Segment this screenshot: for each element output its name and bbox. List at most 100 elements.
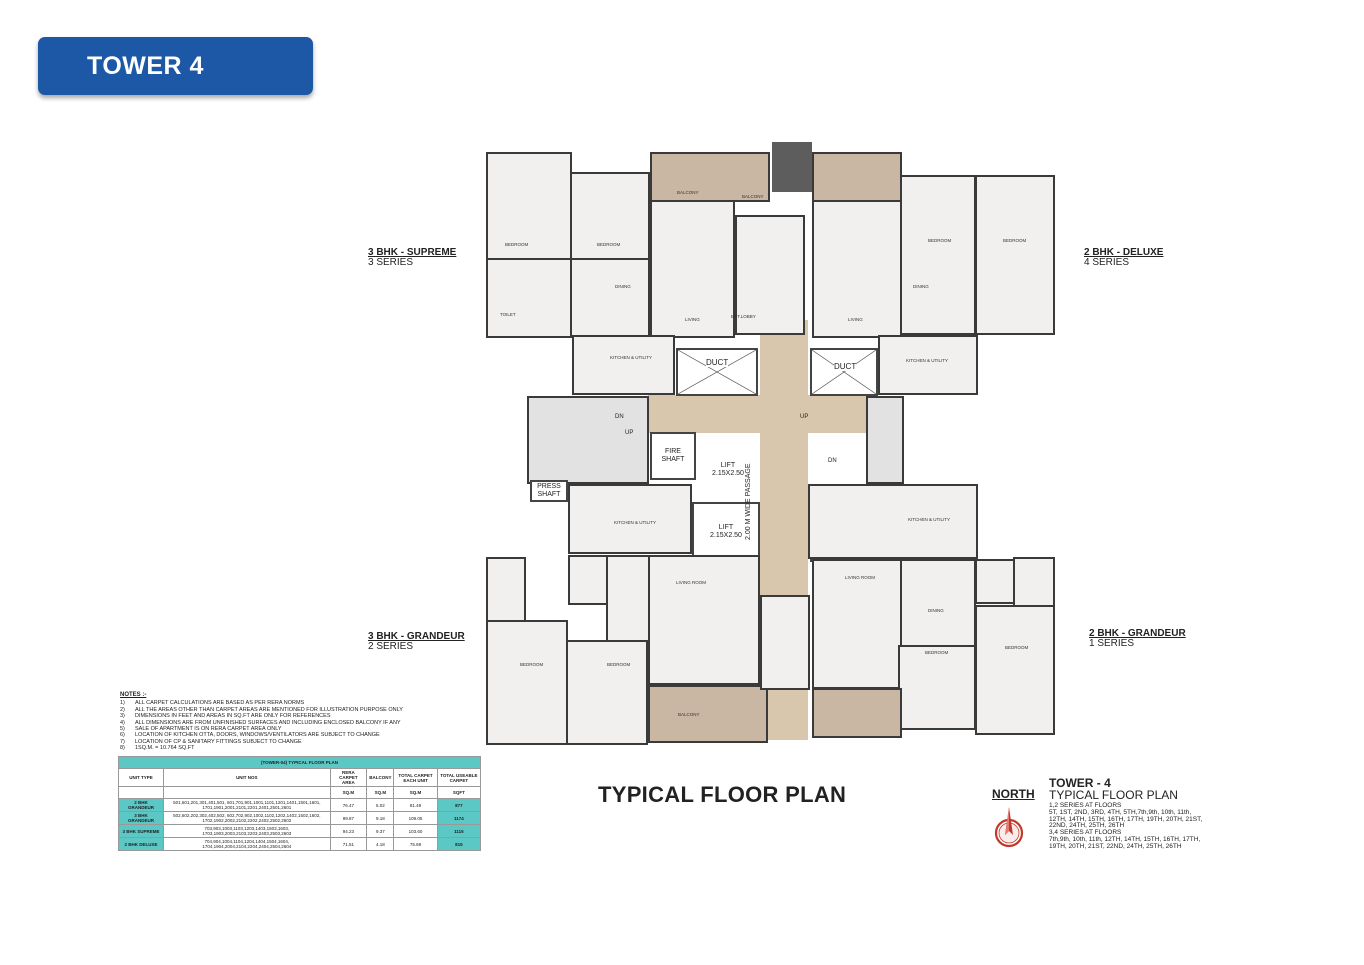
table-header-cell: TOTAL USEABLE CARPET [436,768,482,787]
table-cell-type: 2 BHK DELUXE [118,837,164,851]
note-text: ALL DIMENSIONS ARE FROM UNFINISHED SURFA… [135,719,401,726]
room-label: LIVING [685,317,700,322]
lift-label: LIFT [720,462,736,469]
tower-info: TOWER - 4 TYPICAL FLOOR PLAN [1049,777,1178,801]
room-toilet [486,258,572,338]
room-toilet [975,559,1015,604]
duct-label: DUCT [834,362,857,371]
room-toilet [568,555,608,605]
table-header-cell: UNIT NOS [163,768,331,787]
unit-title: 2 BHK - GRANDEUR [1089,628,1186,639]
room-label: KITCHEN & UTILITY [908,517,951,522]
table-cell-rera: 76.47 [329,798,368,812]
duct-label: DUCT [706,358,729,367]
note-item: 3)DIMENSIONS IN FEET AND AREAS IN SQ.FT … [120,713,450,719]
lift-1: LIFT 2.15X2.50 [696,450,760,490]
room-label: ENT.LOBBY [731,314,756,319]
table-cell-total: 75.69 [393,837,438,851]
duct-left: DUCT [676,348,758,396]
series12-floors: 5T, 1ST, 2ND, 3RD, 4TH, 5TH,7th,9th, 10t… [1049,808,1203,830]
room-bedroom [760,595,810,690]
unit-label-bottom-left: 3 BHK - GRANDEUR 2 SERIES [368,632,465,652]
table-cell-sqft: 877 [436,798,482,812]
series34-floors: 7th,9th, 10th, 11th, 12TH, 14TH, 15TH, 1… [1049,835,1201,850]
room-dining [570,258,650,338]
stair-dn-label: DN [828,458,837,464]
stair-up-label: UP [800,414,809,420]
notes-list: 1)ALL CARPET CALCULATIONS ARE BASED AS P… [120,700,450,751]
room-label: BEDROOM [1003,238,1027,243]
room-bedroom [975,605,1055,735]
unit-title: 3 BHK - SUPREME [368,247,457,258]
fire-shaft-label: FIRE SHAFT [661,448,685,463]
room-toilet [772,142,812,192]
room-label: BEDROOM [1005,645,1029,650]
room-bedroom [898,645,976,730]
note-number: 8) [120,745,125,752]
press-shaft-label: PRESS SHAFT [537,483,561,498]
table-subheader-cell [163,786,331,799]
table-cell-nos: 502,602,202,302,402,502, 602,702,902,100… [163,811,331,825]
table-cell-sqft: 1174 [436,811,482,825]
unit-label-top-left: 3 BHK - SUPREME 3 SERIES [368,248,456,268]
note-number: 6) [120,732,125,739]
room-living [650,200,735,338]
series12-head: 1,2 SERIES AT FLOORS [1049,802,1122,809]
stair-up-label: UP [625,430,634,436]
room-balcony [648,685,768,743]
table-cell-nos: 703,903,1003,1103,1203,1403,1503,1603, 1… [163,824,331,838]
table-subheader-cell: SQ.M [366,786,395,799]
passage-label: 2.00 M WIDE PASSAGE [745,463,752,540]
table-cell-nos: 501,601,201,301,401,501, 601,701,901,100… [163,798,331,812]
duct-cross-icon [678,350,756,394]
table-header-cell: BALCONY [366,768,395,787]
series34-head: 3,4 SERIES AT FLOORS [1049,829,1122,837]
floor-info: 1,2 SERIES AT FLOORS 5T, 1ST, 2ND, 3RD, … [1049,802,1209,851]
duct-cross-icon [812,350,876,394]
room-label: BEDROOM [505,242,529,247]
fire-shaft: FIRE SHAFT [650,432,696,480]
room-bedroom [900,175,976,335]
unit-series: 2 SERIES [368,641,414,652]
room-label: LIVING ROOM [676,580,707,585]
room-label: KITCHEN & UTILITY [610,355,653,360]
note-item: 7)LOCATION OF CP & SANITARY FITTINGS SUB… [120,739,450,745]
table-cell-nos: 704,904,1004,1104,1204,1404,1504,1604, 1… [163,837,331,851]
table-cell-sqft: 815 [436,837,482,851]
room-bedroom [486,620,568,745]
room-balcony [650,152,770,202]
room-balcony [812,688,902,738]
table-cell-sqft: 1115 [436,824,482,838]
table-cell-balcony: 9.37 [366,824,395,838]
table-cell-total: 81.49 [393,798,438,812]
room-bedroom [566,640,648,745]
north-compass-icon [994,807,1024,848]
room-label: LIVING [848,317,863,322]
table-header-cell: TOTAL CARPET EACH UNIT [393,768,438,787]
room-label: LIVING ROOM [845,575,876,580]
room-label: BEDROOM [607,662,631,667]
room-toilet [1013,557,1055,607]
notes: NOTES :- 1)ALL CARPET CALCULATIONS ARE B… [120,692,450,752]
room-kitchen [878,335,978,395]
press-shaft: PRESS SHAFT [530,480,568,502]
plan-title: TYPICAL FLOOR PLAN [598,782,847,807]
unit-label-bottom-right: 2 BHK - GRANDEUR 1 SERIES [1089,629,1186,649]
unit-title: 3 BHK - GRANDEUR [368,631,465,642]
unit-label-top-right: 2 BHK - DELUXE 4 SERIES [1084,248,1163,268]
table-cell-rera: 71.51 [329,837,368,851]
table-cell-total: 109.05 [393,811,438,825]
table-cell-balcony: 4.18 [366,837,395,851]
room-label: TOILET [500,312,516,317]
table-subheader-cell: SQ.M [329,786,368,799]
note-item: 5)SALE OF APARTMENT IS ON RERA CARPET AR… [120,726,450,732]
table-cell-type: 3 BHK GRANDEUR [118,811,164,825]
note-number: 3) [120,713,125,720]
table-cell-balcony: 5.02 [366,798,395,812]
lift-2: LIFT 2.15X2.50 [692,502,760,562]
room-label: BEDROOM [928,238,952,243]
room-label: BEDROOM [925,650,949,655]
